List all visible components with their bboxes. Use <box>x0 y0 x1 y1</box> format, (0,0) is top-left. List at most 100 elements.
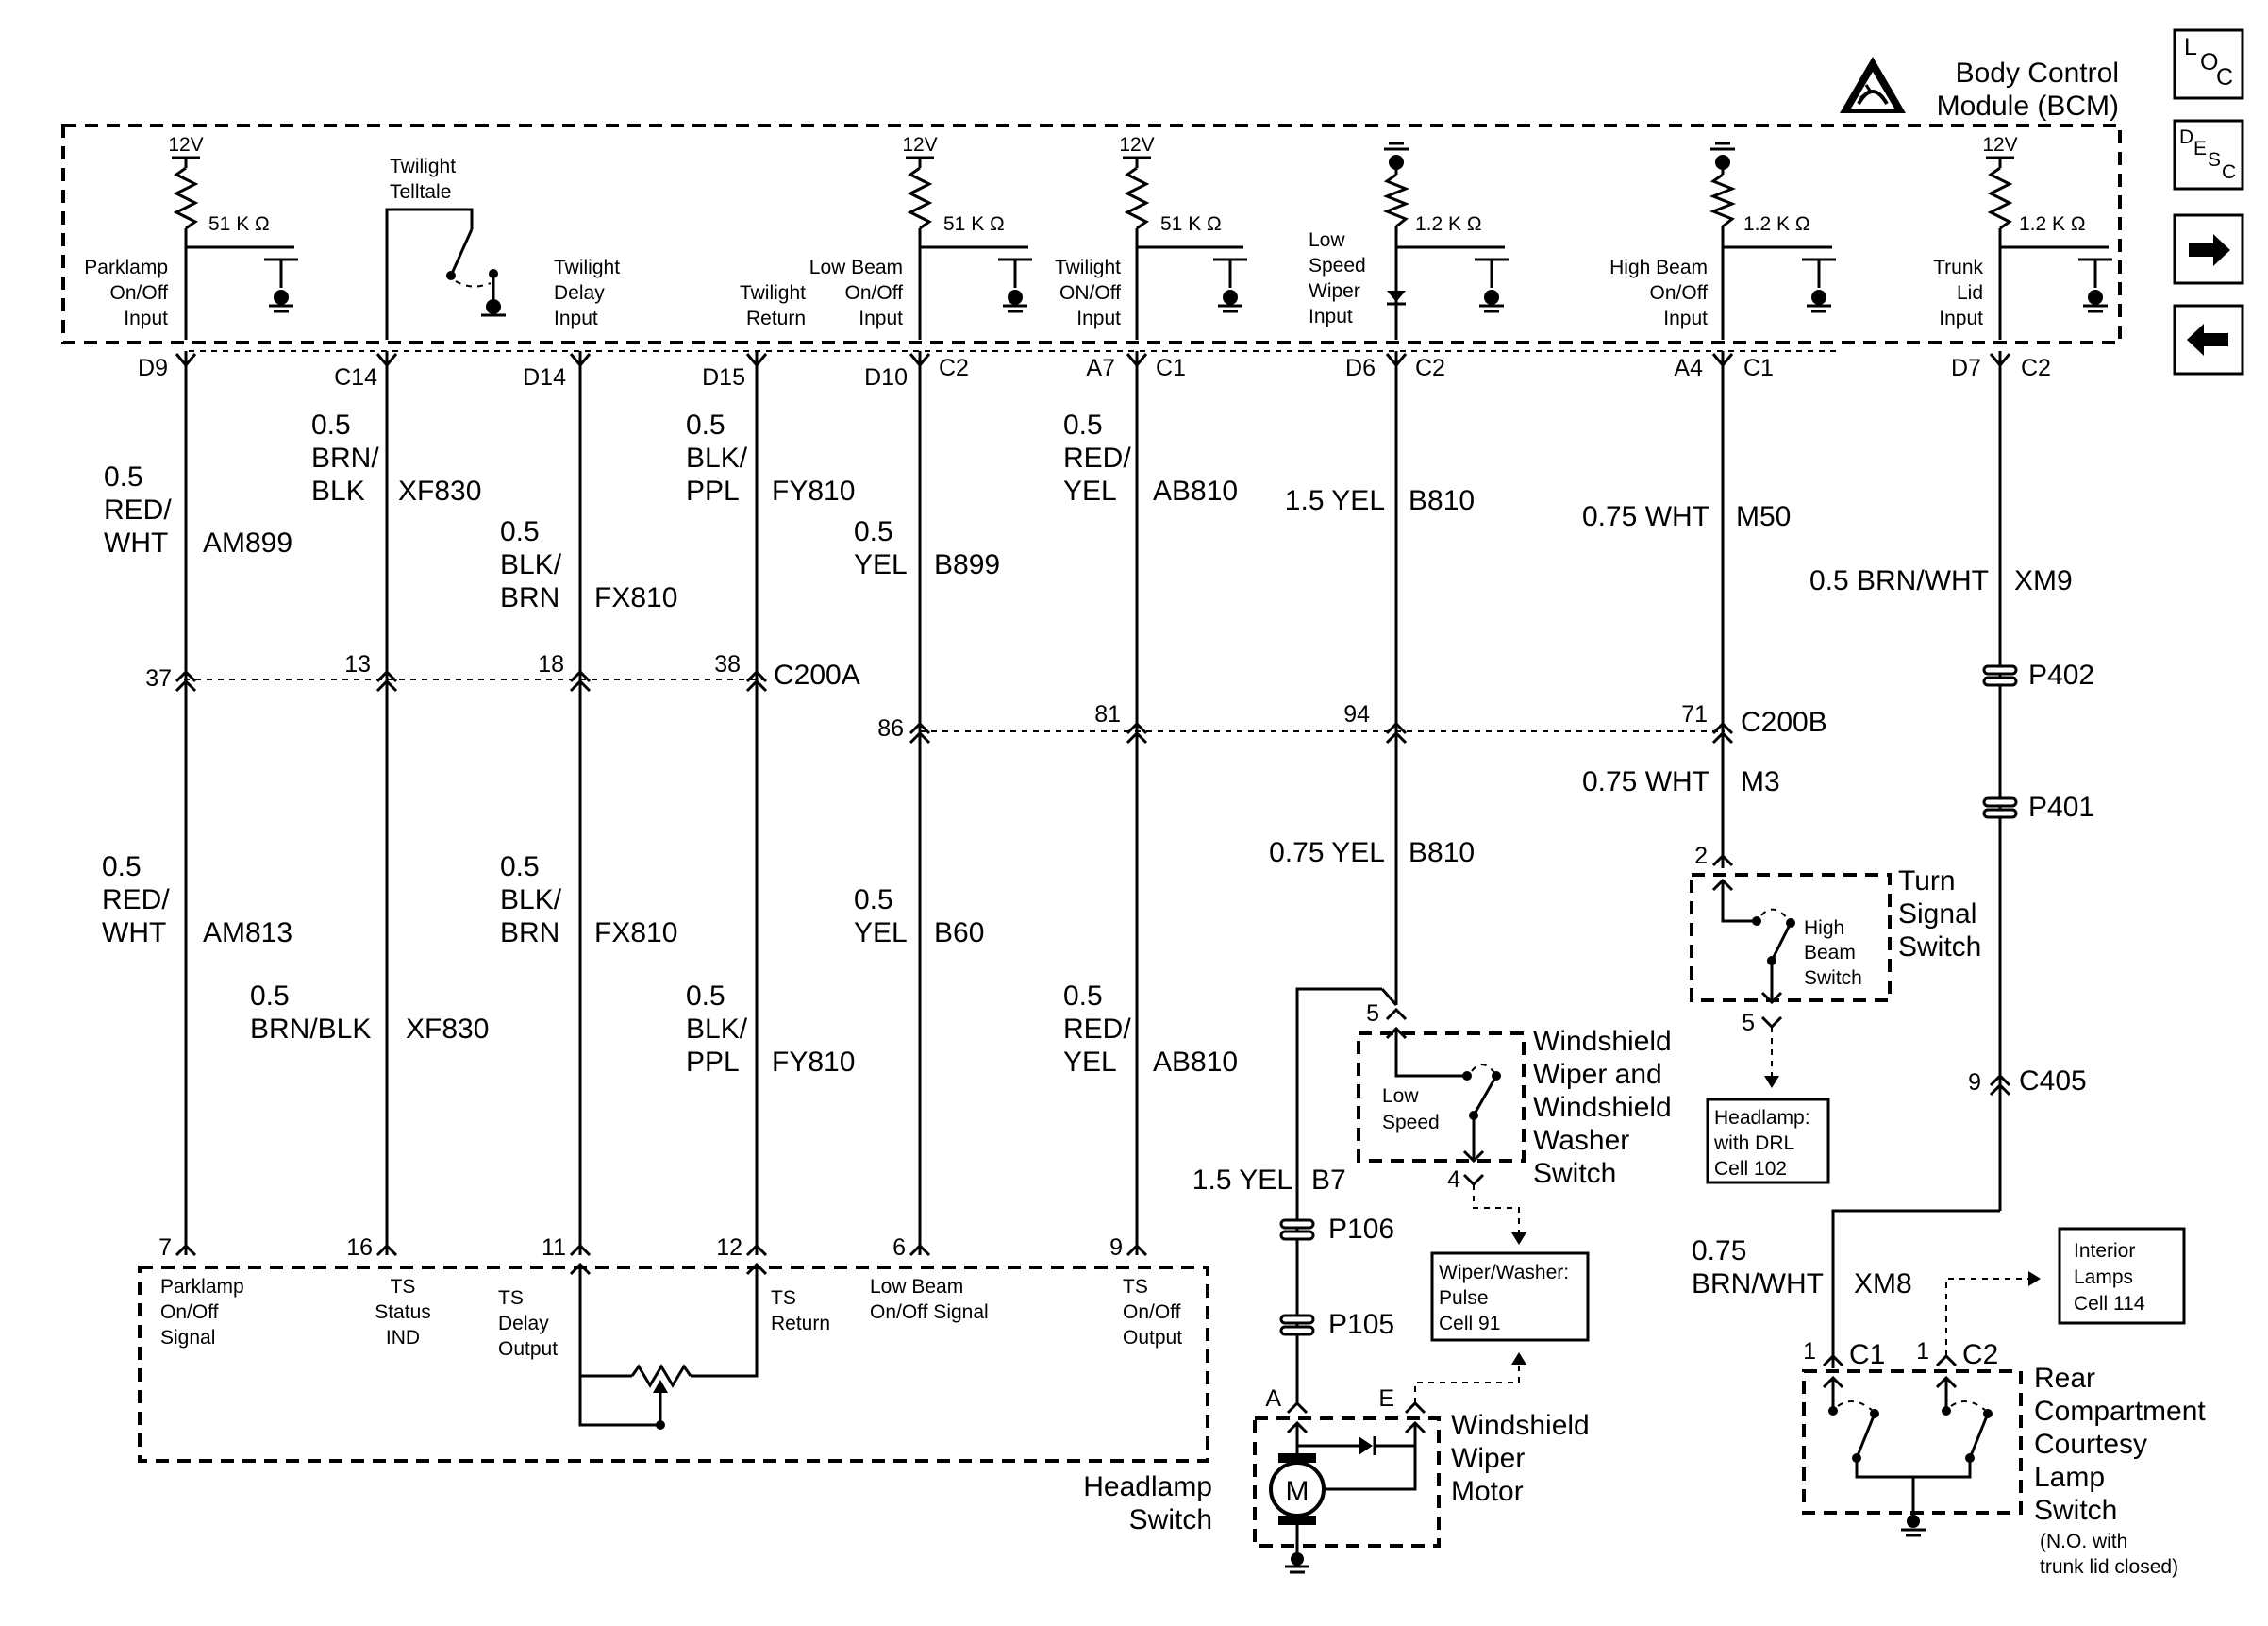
svg-text:D15: D15 <box>702 364 745 391</box>
svg-text:C1: C1 <box>1849 1339 1885 1370</box>
svg-text:1.5 YEL: 1.5 YEL <box>1192 1165 1292 1196</box>
svg-text:D14: D14 <box>523 364 566 391</box>
svg-text:1.2 K Ω: 1.2 K Ω <box>1743 213 1810 235</box>
svg-text:WHT: WHT <box>104 528 168 559</box>
svg-text:0.5: 0.5 <box>686 410 725 441</box>
description-button[interactable]: D E S C <box>2173 119 2244 191</box>
svg-text:1.2 K Ω: 1.2 K Ω <box>2019 213 2086 235</box>
previous-button[interactable] <box>2173 304 2244 376</box>
svg-text:0.5 BRN/WHT: 0.5 BRN/WHT <box>1809 565 1989 596</box>
svg-text:Switch: Switch <box>1129 1504 1212 1535</box>
bcm-twilight-return-label-1: Twilight <box>740 282 806 304</box>
svg-text:18: 18 <box>538 651 564 678</box>
svg-text:Lamps: Lamps <box>2074 1266 2133 1288</box>
svg-text:7: 7 <box>158 1234 172 1261</box>
svg-text:Wiper: Wiper <box>1451 1443 1525 1474</box>
svg-text:0.75 YEL: 0.75 YEL <box>1269 837 1385 868</box>
svg-text:1: 1 <box>1803 1338 1816 1365</box>
svg-text:RED/: RED/ <box>1063 443 1131 474</box>
bcm-pin-chevrons <box>175 353 2011 368</box>
svg-text:FX810: FX810 <box>594 582 677 613</box>
connector-c200a: 37 13 18 38 C200A <box>145 651 860 693</box>
svg-text:Lid: Lid <box>1957 282 1983 304</box>
svg-text:On/Off: On/Off <box>1123 1301 1181 1323</box>
svg-text:Twilight: Twilight <box>390 156 456 177</box>
svg-text:TS: TS <box>498 1287 524 1309</box>
svg-text:Low Beam: Low Beam <box>809 257 903 278</box>
svg-text:BRN/: BRN/ <box>311 443 379 474</box>
splice-p105: P105 <box>1279 1309 1394 1340</box>
next-button[interactable] <box>2173 213 2244 285</box>
svg-text:86: 86 <box>877 715 904 742</box>
ref-interior-lamps[interactable]: Interior Lamps Cell 114 <box>2058 1227 2186 1325</box>
svg-text:L: L <box>2184 34 2197 60</box>
svg-text:0.5: 0.5 <box>854 884 893 915</box>
svg-text:C2: C2 <box>1962 1339 1998 1370</box>
svg-text:S: S <box>2208 149 2221 171</box>
svg-text:C14: C14 <box>334 364 377 391</box>
svg-text:Input: Input <box>1939 308 1983 329</box>
svg-text:D7: D7 <box>1951 355 1981 381</box>
svg-text:Cell 102: Cell 102 <box>1714 1158 1787 1180</box>
svg-text:12: 12 <box>716 1234 742 1261</box>
bcm-title-line1: Body Control <box>1956 58 2119 89</box>
svg-text:FY810: FY810 <box>772 476 855 507</box>
svg-text:BRN/WHT: BRN/WHT <box>1692 1268 1824 1299</box>
svg-text:Windshield: Windshield <box>1533 1026 1672 1057</box>
svg-text:16: 16 <box>346 1234 373 1261</box>
svg-text:Telltale: Telltale <box>390 181 451 203</box>
svg-text:0.5: 0.5 <box>104 461 143 493</box>
svg-text:C: C <box>2222 161 2236 183</box>
svg-text:Input: Input <box>1076 308 1121 329</box>
ref-headlamp-drl[interactable]: Headlamp: with DRL Cell 102 <box>1706 1098 1830 1184</box>
svg-text:5: 5 <box>1742 1010 1755 1036</box>
svg-text:Switch: Switch <box>1898 931 1981 963</box>
svg-text:On/Off Signal: On/Off Signal <box>870 1301 989 1323</box>
svg-text:RED/: RED/ <box>1063 1014 1131 1045</box>
svg-text:Low: Low <box>1309 229 1345 251</box>
svg-text:Switch: Switch <box>1804 967 1862 989</box>
rear-compartment-lamp-switch: 1 C1 1 C2 Rear Compartment Courtesy Lamp… <box>1802 1271 2206 1578</box>
svg-text:Speed: Speed <box>1309 255 1366 277</box>
svg-text:BRN/BLK: BRN/BLK <box>250 1014 371 1045</box>
svg-text:WHT: WHT <box>102 917 166 948</box>
ref-wiper-washer-pulse[interactable]: Wiper/Washer: Pulse Cell 91 <box>1430 1251 1590 1342</box>
svg-text:Delay: Delay <box>498 1313 549 1334</box>
svg-text:Lamp: Lamp <box>2034 1462 2105 1493</box>
svg-text:Signal: Signal <box>160 1327 215 1349</box>
svg-text:Trunk: Trunk <box>1933 257 1983 278</box>
svg-text:YEL: YEL <box>1063 1047 1117 1078</box>
svg-text:D6: D6 <box>1345 355 1376 381</box>
svg-text:0.5: 0.5 <box>102 851 142 882</box>
svg-text:RED/: RED/ <box>104 495 172 526</box>
esd-warning-icon <box>1840 57 1906 113</box>
wiper-washer-switch: 5 Low Speed Windshield Wiper and Windshi… <box>1295 987 1672 1246</box>
svg-text:D10: D10 <box>864 364 908 391</box>
location-button[interactable]: L O C <box>2173 28 2244 100</box>
svg-text:Signal: Signal <box>1898 898 1976 930</box>
svg-text:71: 71 <box>1681 701 1708 728</box>
svg-text:D: D <box>2179 126 2193 148</box>
svg-text:YEL: YEL <box>1063 476 1117 507</box>
bcm-twilight-telltale-circuit: Twilight Telltale Twilight Delay Input <box>385 156 620 340</box>
svg-text:TS: TS <box>1123 1276 1148 1298</box>
connector-c405: 9 C405 <box>1968 1065 2087 1097</box>
svg-text:C2: C2 <box>939 355 969 381</box>
splice-p106: P106 <box>1279 1214 1394 1245</box>
svg-text:12V: 12V <box>1119 134 1154 156</box>
svg-text:High: High <box>1804 917 1844 939</box>
svg-text:0.5: 0.5 <box>500 851 540 882</box>
svg-text:Pulse: Pulse <box>1439 1287 1489 1309</box>
svg-text:Low: Low <box>1382 1085 1419 1107</box>
headlamp-switch: 7 16 11 12 6 9 Parklamp On/Off Signal TS… <box>138 1234 1212 1535</box>
svg-text:BLK/: BLK/ <box>500 549 562 580</box>
upper-wire-labels: 0.5 RED/ WHT AM899 0.5 BRN/ BLK XF830 0.… <box>104 410 2073 613</box>
svg-text:37: 37 <box>145 665 172 692</box>
svg-text:D9: D9 <box>138 355 168 381</box>
svg-text:Switch: Switch <box>2034 1495 2117 1526</box>
svg-text:Speed: Speed <box>1382 1112 1440 1133</box>
svg-text:Status: Status <box>375 1301 431 1323</box>
svg-text:AB810: AB810 <box>1153 476 1238 507</box>
svg-text:O: O <box>2200 49 2218 75</box>
svg-text:C200B: C200B <box>1741 707 1827 738</box>
